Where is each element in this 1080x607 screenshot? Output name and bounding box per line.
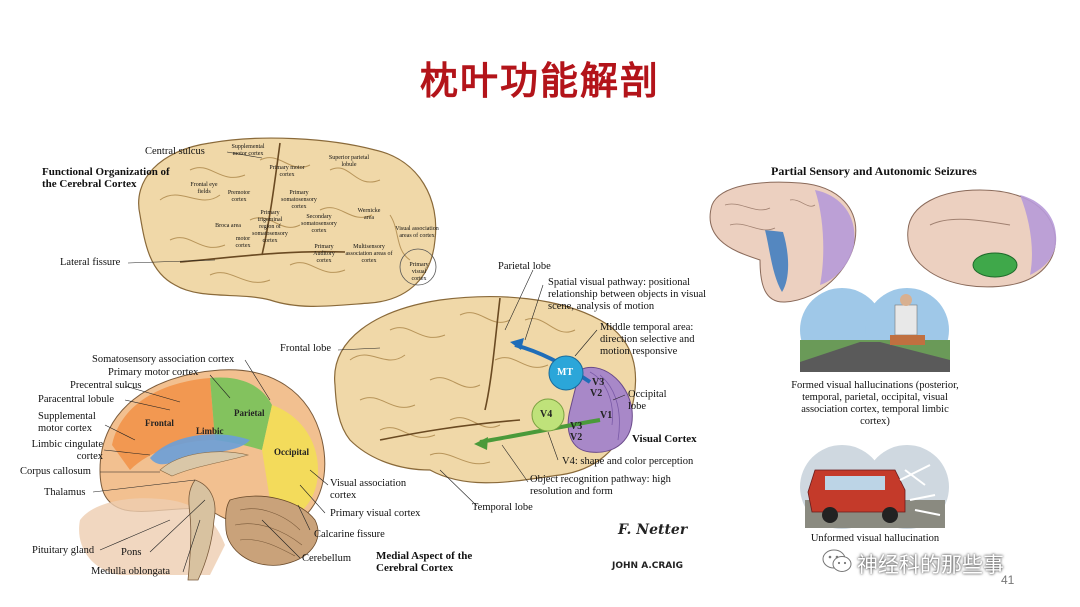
unformed-hallucination-caption: Unformed visual hallucination — [810, 533, 940, 544]
label-limbic-cingulate: Limbic cingulate cortex — [31, 439, 103, 462]
label-v1: V1 — [600, 410, 613, 421]
label-v2-upper: V2 — [590, 388, 603, 399]
label-pituitary: Pituitary gland — [32, 545, 95, 556]
region-frontal: Frontal — [145, 418, 174, 428]
label-precentral-sulcus: Precentral sulcus — [70, 380, 142, 391]
label-broca: Broca area — [215, 223, 241, 229]
label-frontal-lobe: Frontal lobe — [280, 343, 332, 354]
label-middle-temporal: Middle temporal area: direction selectiv… — [600, 322, 695, 357]
cortex-org-caption: Functional Organization of the Cerebral … — [42, 166, 170, 190]
label-corpus-callosum: Corpus callosum — [20, 466, 91, 477]
label-v4: V4 — [540, 409, 553, 420]
label-supplemental-motor-medial: Supplemental motor cortex — [38, 411, 96, 434]
label-temporal-lobe: Temporal lobe — [472, 502, 533, 513]
label-superior-parietal: Superior parietal lobule — [328, 155, 370, 168]
label-object-pathway: Object recognition pathway: high resolut… — [530, 474, 671, 497]
watermark: 神经科的那些事 — [857, 553, 1004, 577]
label-primary-somatosensory: Primary somatosensory cortex — [281, 190, 317, 210]
unformed-hallucination-scene — [800, 445, 949, 529]
label-v3-lower: V3 — [570, 421, 583, 432]
craig-signature: JOHN A.CRAIG — [612, 561, 683, 571]
formed-hallucination-scene — [800, 288, 950, 372]
label-pons: Pons — [121, 547, 142, 558]
lateral-brain-center — [334, 269, 637, 507]
label-primary-motor: Primary motor cortex — [269, 165, 305, 178]
label-spatial-pathway: Spatial visual pathway: positional relat… — [548, 277, 707, 312]
label-supplemental-motor: Supplemental motor cortex — [231, 144, 265, 157]
lateral-brain-top-left — [127, 137, 437, 307]
label-multisensory: Multisensory association areas of cortex — [345, 244, 393, 264]
label-occipital-lobe: Occipital lobe — [628, 389, 667, 412]
slide-title: 枕叶功能解剖 — [419, 59, 660, 103]
label-somatosensory-assoc: Somatosensory association cortex — [92, 354, 235, 365]
label-motor-cortex: motor cortex — [235, 236, 251, 249]
label-v2-lower: V2 — [570, 432, 583, 443]
page-number: 41 — [1001, 573, 1015, 587]
label-primary-visual-top: Primary visual cortex — [409, 262, 429, 282]
label-premotor: Premotor cortex — [227, 190, 251, 203]
label-secondary-somatosensory: Secondary somatosensory cortex — [301, 214, 337, 234]
label-primary-trigeminal: Primary trigeminal region of somatosenso… — [252, 210, 288, 244]
wechat-icon — [822, 549, 852, 572]
region-parietal: Parietal — [234, 408, 265, 418]
seizure-brains-right — [709, 181, 1057, 529]
label-paracentral-lobule: Paracentral lobule — [38, 394, 115, 405]
label-thalamus: Thalamus — [44, 487, 86, 498]
medial-brain-bottom-left — [79, 359, 329, 581]
label-primary-auditory: Primary Auditory cortex — [313, 244, 335, 264]
label-visual-cortex: Visual Cortex — [632, 433, 697, 445]
label-v4-shape: V4: shape and color perception — [562, 456, 694, 467]
medial-aspect-caption: Medial Aspect of the Cerebral Cortex — [376, 550, 473, 574]
region-occipital: Occipital — [274, 447, 309, 457]
label-lateral-fissure: Lateral fissure — [60, 257, 121, 268]
label-visual-association-areas: Visual association areas of cortex — [395, 226, 439, 239]
label-primary-motor-medial: Primary motor cortex — [108, 367, 199, 378]
label-parietal-lobe: Parietal lobe — [498, 261, 551, 272]
label-visual-assoc-medial: Visual association cortex — [330, 478, 407, 501]
label-frontal-eye-fields: Frontal eye fields — [190, 182, 218, 195]
label-central-sulcus: Central sulcus — [145, 146, 205, 157]
netter-signature: F. Netter — [618, 522, 688, 538]
label-wernicke: Wernicke area — [357, 208, 381, 221]
label-calcarine: Calcarine fissure — [314, 529, 385, 540]
region-limbic: Limbic — [196, 426, 224, 436]
seizures-caption: Partial Sensory and Autonomic Seizures — [771, 164, 977, 178]
label-primary-visual-medial: Primary visual cortex — [330, 508, 421, 519]
label-mt: MT — [557, 367, 574, 378]
formed-hallucinations-caption: Formed visual hallucinations (posterior,… — [791, 380, 959, 427]
label-cerebellum: Cerebellum — [302, 553, 351, 564]
label-medulla: Medulla oblongata — [91, 566, 171, 577]
label-v3-upper: V3 — [592, 377, 605, 388]
